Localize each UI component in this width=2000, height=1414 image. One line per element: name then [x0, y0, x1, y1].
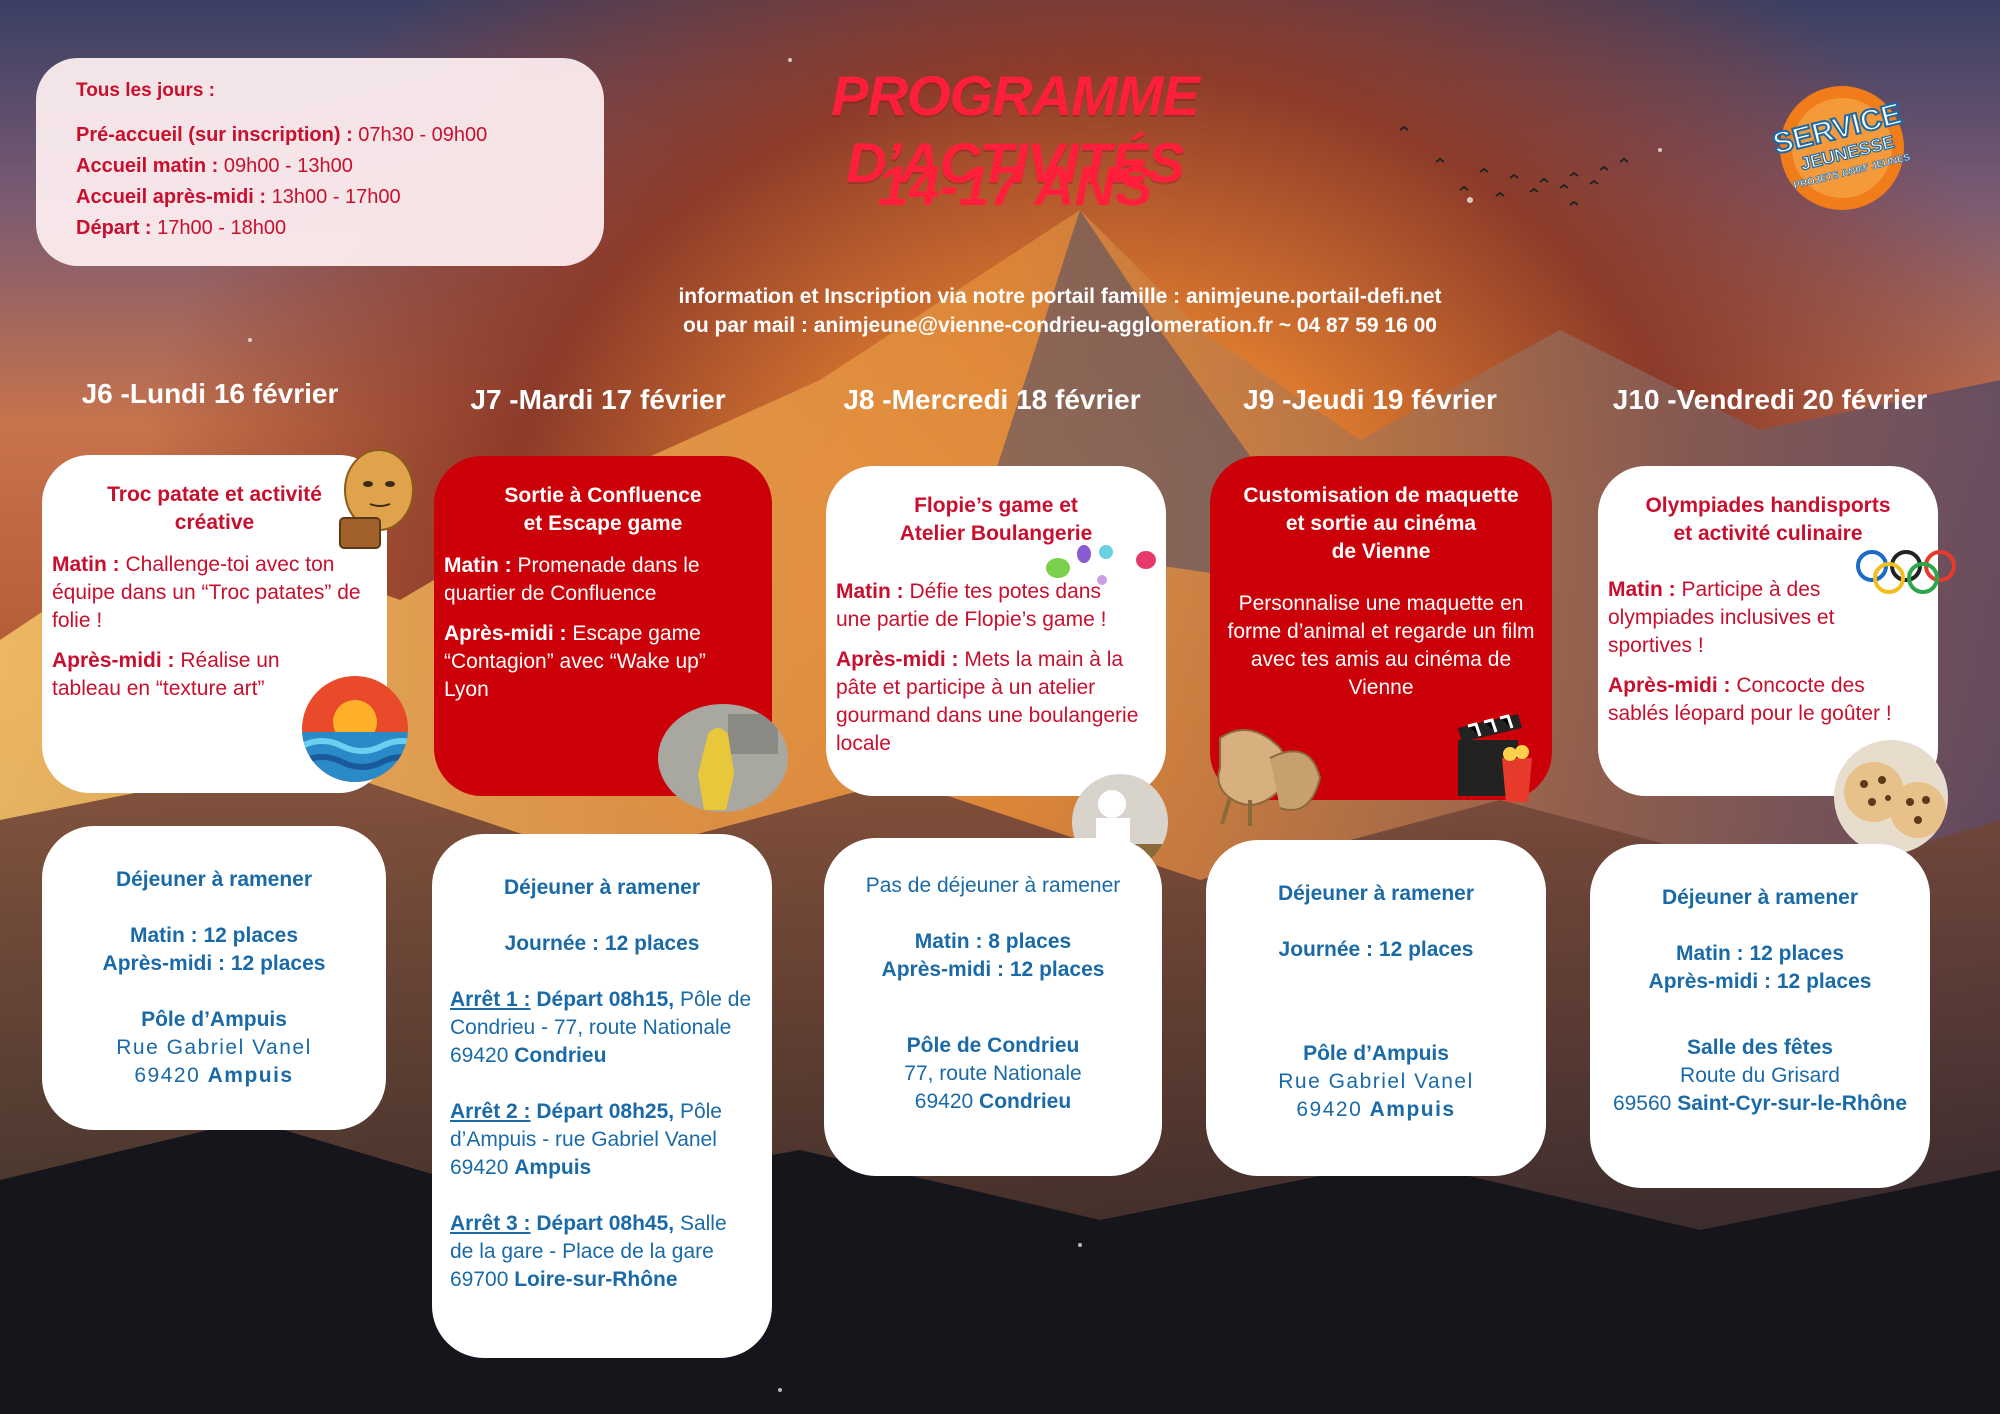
escape-game-image [658, 704, 788, 812]
activity-matin: Matin : Promenade dans le quartier de Co… [444, 554, 700, 605]
lunch-info: Déjeuner à ramener [1661, 886, 1859, 909]
bubbles-icon [1046, 545, 1156, 585]
places-matin: Matin : 12 places [129, 924, 299, 947]
info-line-portal: information et Inscription via notre por… [678, 285, 1442, 308]
bus-stop-3: Arrêt 3 : Départ 08h45, Salle de la gare… [450, 1212, 727, 1291]
squirrel-model-icon [1217, 729, 1322, 826]
hours-row-matin: Accueil matin : 09h00 - 13h00 [76, 155, 353, 177]
lunch-info: Pas de déjeuner à ramener [865, 874, 1121, 897]
location-name: Salle des fêtes [1687, 1036, 1833, 1059]
hours-row-preaccueil: Pré-accueil (sur inscription) : 07h30 - … [76, 124, 488, 146]
places-journee: Journée : 12 places [1278, 938, 1474, 961]
activity-title: Customisation de maquette et sortie au c… [1243, 484, 1519, 563]
location-city: 69420 Condrieu [914, 1090, 1072, 1113]
logistics-card-j8: Pas de déjeuner à ramener Matin : 8 plac… [824, 838, 1162, 1176]
lunch-info: Déjeuner à ramener [115, 868, 313, 891]
birds [1399, 125, 1629, 206]
location-city: 69560 Saint-Cyr-sur-le-Rhône [1612, 1092, 1908, 1115]
places-matin: Matin : 12 places [1675, 942, 1845, 965]
location-name: Pôle d’Ampuis [141, 1008, 287, 1031]
location-address: Rue Gabriel Vanel [116, 1036, 312, 1059]
location-name: Pôle de Condrieu [906, 1034, 1080, 1057]
hours-row-apresmidi: Accueil après-midi : 13h00 - 17h00 [76, 186, 401, 208]
activity-apresmidi: Après-midi : Concocte des sablés léopard… [1608, 674, 1892, 725]
hours-row-depart: Départ : 17h00 - 18h00 [76, 217, 287, 239]
activity-apresmidi: Après-midi : Réalise un tableau en “text… [52, 649, 280, 700]
info-contact: information et Inscription via notre por… [560, 282, 1560, 340]
location-address: Route du Grisard [1680, 1064, 1840, 1087]
day-title-j9: J9 -Jeudi 19 février [1243, 384, 1497, 415]
location-name: Pôle d’Ampuis [1303, 1042, 1449, 1065]
places-apresmidi: Après-midi : 12 places [881, 958, 1105, 981]
day-title-j6: J6 -Lundi 16 février [81, 378, 339, 409]
location-address: Rue Gabriel Vanel [1278, 1070, 1474, 1093]
activity-card-j8: Flopie’s game et Atelier Boulangerie Mat… [826, 466, 1166, 796]
activity-title: Flopie’s game et Atelier Boulangerie [899, 494, 1093, 545]
activity-card-j10: Olympiades handisports et activité culin… [1598, 466, 1938, 796]
day-title-j8: J8 -Mercredi 18 février [843, 384, 1141, 415]
bus-stop-1: Arrêt 1 : Départ 08h15, Pôle de Condrieu… [450, 988, 752, 1067]
activity-apresmidi: Après-midi : Escape game “Contagion” ave… [444, 622, 706, 701]
leopard-cookies-image [1834, 740, 1948, 854]
location-city: 69420 Ampuis [1296, 1098, 1456, 1121]
activity-title: Troc patate et activité créative [107, 483, 322, 534]
logistics-card-j10: Déjeuner à ramener Matin : 12 places Apr… [1590, 844, 1930, 1188]
places-matin: Matin : 8 places [914, 930, 1072, 953]
logistics-card-j6: Déjeuner à ramener Matin : 12 places Apr… [42, 826, 386, 1130]
potato-icon [339, 449, 414, 549]
cinema-clapper-icon [1458, 714, 1532, 802]
places-apresmidi: Après-midi : 12 places [1648, 970, 1872, 993]
activity-title: Olympiades handisports et activité culin… [1645, 494, 1891, 545]
texture-art-image [302, 676, 408, 782]
activity-matin: Matin : Challenge-toi avec ton équipe da… [52, 553, 361, 632]
activity-text: Personnalise une maquette en forme d’ani… [1227, 592, 1535, 699]
activity-matin: Matin : Défie tes potes dans une partie … [836, 580, 1107, 631]
olympic-rings-icon [1856, 550, 1956, 594]
activity-title: Sortie à Confluence et Escape game [504, 484, 702, 535]
opening-hours-box: Tous les jours : Pré-accueil (sur inscri… [36, 58, 604, 266]
activity-card-j9: Customisation de maquette et sortie au c… [1210, 456, 1552, 800]
location-city: 69420 Ampuis [134, 1064, 294, 1087]
service-jeunesse-logo: SERVICE JEUNESSE PROJETS ANIM' JEUNES [1769, 86, 1912, 210]
page-subtitle: 14-17 ANS [877, 154, 1153, 217]
lunch-info: Déjeuner à ramener [503, 876, 701, 899]
activity-apresmidi: Après-midi : Mets la main à la pâte et p… [836, 648, 1139, 755]
day-title-j7: J7 -Mardi 17 février [470, 384, 726, 415]
day-title-j10: J10 -Vendredi 20 février [1612, 384, 1928, 415]
lunch-info: Déjeuner à ramener [1277, 882, 1475, 905]
logistics-card-j7: Déjeuner à ramener Journée : 12 places A… [432, 834, 772, 1358]
page-title: PROGRAMME D’ACTIVITÉS [831, 64, 1199, 195]
activity-matin: Matin : Participe à des olympiades inclu… [1608, 578, 1835, 657]
location-address: 77, route Nationale [904, 1062, 1082, 1085]
hours-title: Tous les jours : [76, 80, 216, 101]
bus-stop-2: Arrêt 2 : Départ 08h25, Pôle d’Ampuis - … [450, 1100, 722, 1179]
places-journee: Journée : 12 places [504, 932, 700, 955]
info-line-mail: ou par mail : animjeune@vienne-condrieu-… [683, 314, 1437, 337]
logistics-card-j9: Déjeuner à ramener Journée : 12 places P… [1206, 840, 1546, 1176]
places-apresmidi: Après-midi : 12 places [102, 952, 326, 975]
